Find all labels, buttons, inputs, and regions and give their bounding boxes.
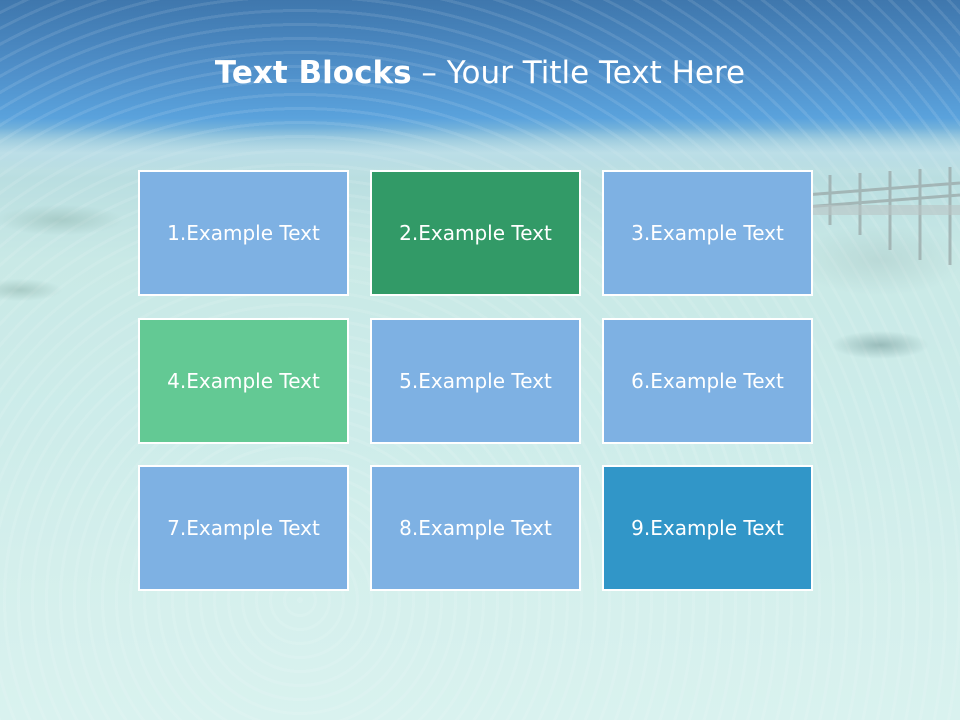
text-block-7[interactable]: 7.Example Text	[138, 465, 349, 591]
text-block-label: 9.Example Text	[631, 516, 784, 540]
dock-decoration	[804, 167, 960, 265]
text-block-label: 5.Example Text	[399, 369, 552, 393]
text-block-label: 3.Example Text	[631, 221, 784, 245]
text-block-9[interactable]: 9.Example Text	[602, 465, 813, 591]
text-block-label: 8.Example Text	[399, 516, 552, 540]
title-rest: Your Title Text Here	[446, 55, 746, 91]
text-block-4[interactable]: 4.Example Text	[138, 318, 349, 444]
text-block-label: 7.Example Text	[167, 516, 320, 540]
text-block-label: 6.Example Text	[631, 369, 784, 393]
text-block-1[interactable]: 1.Example Text	[138, 170, 349, 296]
text-block-8[interactable]: 8.Example Text	[370, 465, 581, 591]
text-block-label: 1.Example Text	[167, 221, 320, 245]
title-bold: Text Blocks	[214, 55, 412, 91]
text-block-label: 4.Example Text	[167, 369, 320, 393]
title-dash: –	[411, 55, 447, 91]
text-block-5[interactable]: 5.Example Text	[370, 318, 581, 444]
text-block-6[interactable]: 6.Example Text	[602, 318, 813, 444]
text-block-grid: 1.Example Text 2.Example Text 3.Example …	[138, 170, 815, 594]
text-block-2[interactable]: 2.Example Text	[370, 170, 581, 296]
text-block-3[interactable]: 3.Example Text	[602, 170, 813, 296]
text-block-label: 2.Example Text	[399, 221, 552, 245]
slide-title: Text Blocks – Your Title Text Here	[0, 55, 960, 91]
horizon-haze	[0, 128, 960, 178]
